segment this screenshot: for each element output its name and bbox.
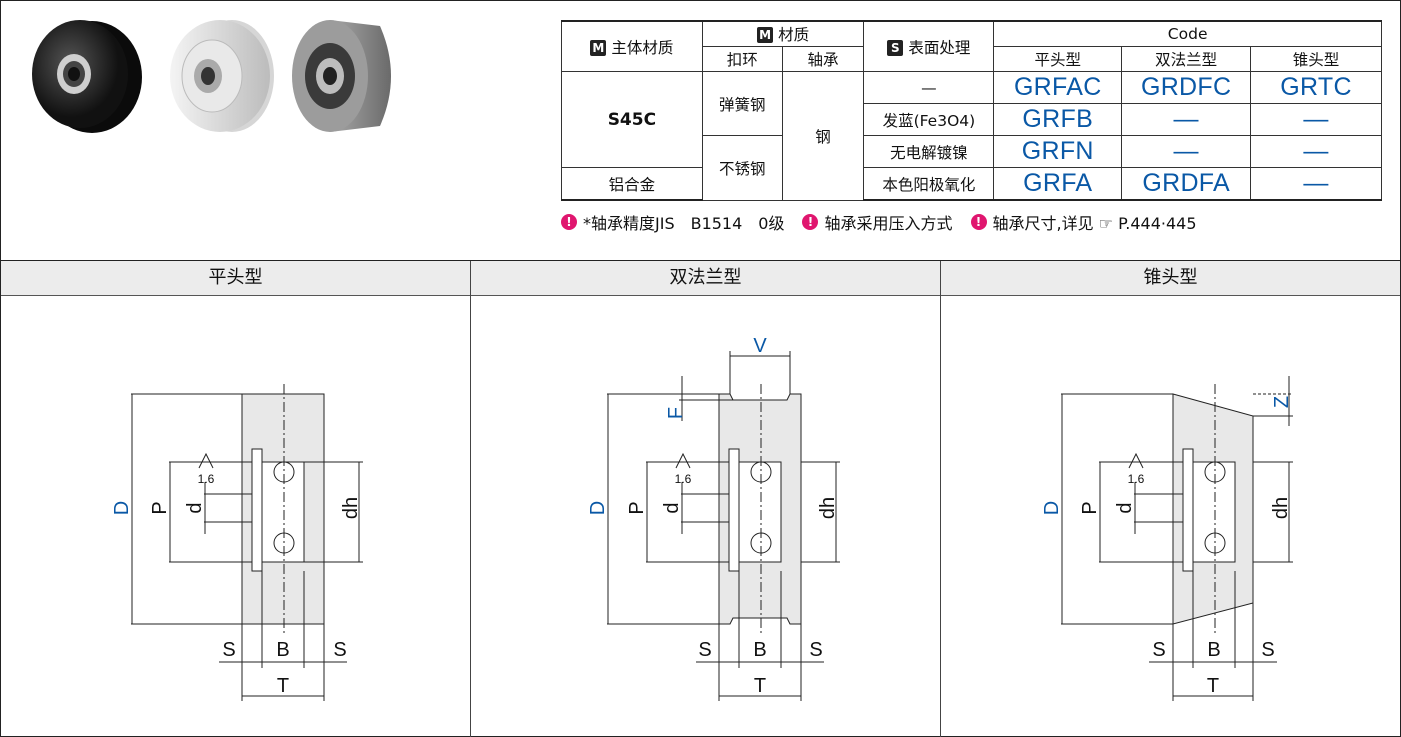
drawing-flat: D P d dh S B S T 1.6 xyxy=(111,384,363,701)
col-bearing: 轴承 xyxy=(781,46,865,72)
warning-icon: ! xyxy=(561,214,577,230)
header-material-label: 主体材质 xyxy=(611,38,674,57)
section-divider xyxy=(0,260,1401,261)
code-cell: — xyxy=(1250,167,1382,201)
dim-S: S xyxy=(698,639,711,661)
note-text: *轴承精度JIS B1514 0级 xyxy=(583,214,785,233)
photo-flat-roller xyxy=(32,20,142,133)
dim-T: T xyxy=(754,675,766,697)
col-code-taper: 锥头型 xyxy=(1250,46,1382,72)
code-cell[interactable]: GRFB xyxy=(993,103,1123,136)
code-cell: — xyxy=(1250,103,1382,136)
code-cell[interactable]: GRDFA xyxy=(1121,167,1252,201)
material-aluminum: 铝合金 xyxy=(561,167,703,201)
code-cell: — xyxy=(1250,135,1382,168)
panel-title-flat: 平头型 xyxy=(1,261,470,296)
notes-row: ! *轴承精度JIS B1514 0级 ! 轴承采用压入方式 ! 轴承尺寸,详见 ☞ … xyxy=(561,210,1197,234)
s-badge-icon: S xyxy=(887,39,904,56)
code-cell[interactable]: GRFAC xyxy=(993,71,1123,104)
code-cell[interactable]: GRDFC xyxy=(1121,71,1252,104)
dim-B: B xyxy=(1207,639,1220,661)
dim-d: d xyxy=(661,502,683,513)
roughness-mark: 1.6 xyxy=(675,472,692,486)
dim-T: T xyxy=(277,675,289,697)
panel-title-double-flange: 双法兰型 xyxy=(471,261,940,296)
panel-divider xyxy=(470,261,471,737)
surface-electroless-nickel: 无电解镀镍 xyxy=(863,135,995,168)
header-surface-label: 表面处理 xyxy=(908,38,971,57)
dim-S: S xyxy=(1261,639,1274,661)
dim-S: S xyxy=(1152,639,1165,661)
header-code: Code xyxy=(993,20,1382,47)
dim-V: V xyxy=(753,335,767,357)
dim-S: S xyxy=(333,639,346,661)
m-badge-icon: M xyxy=(590,39,607,56)
dim-T: T xyxy=(1207,675,1219,697)
photo-taper-roller xyxy=(292,20,391,132)
dim-dh: dh xyxy=(817,497,839,519)
note-text[interactable]: 轴承尺寸,详见 ☞ P.444·445 xyxy=(992,214,1197,233)
dim-P: P xyxy=(149,501,171,514)
surface-black-oxide: 发蓝(Fe3O4) xyxy=(863,103,995,136)
dim-dh: dh xyxy=(340,497,362,519)
dim-dh: dh xyxy=(1270,497,1292,519)
drawing-double-flange: D V F P d dh S B S T 1.6 xyxy=(587,335,840,701)
m-badge-icon: M xyxy=(757,27,774,43)
code-cell[interactable]: GRFN xyxy=(993,135,1123,168)
surface-none: — xyxy=(863,71,995,104)
dim-B: B xyxy=(753,639,766,661)
ring-stainless: 不锈钢 xyxy=(701,135,783,201)
panel-title-taper: 锥头型 xyxy=(941,261,1400,296)
col-code-flat: 平头型 xyxy=(993,46,1123,72)
code-cell: — xyxy=(1121,103,1252,136)
photo-double-flange-roller xyxy=(170,20,274,132)
dim-D: D xyxy=(1041,501,1063,515)
material-s45c: S45C xyxy=(561,71,703,168)
warning-icon: ! xyxy=(970,214,987,230)
warning-icon: ! xyxy=(802,214,819,230)
code-cell[interactable]: GRTC xyxy=(1250,71,1382,104)
note-item: ! 轴承采用压入方式 xyxy=(802,210,953,234)
code-cell: — xyxy=(1121,135,1252,168)
dim-d: d xyxy=(1114,502,1136,513)
header-sub-label: 材质 xyxy=(778,26,810,44)
ring-spring-steel: 弹簧钢 xyxy=(701,71,783,136)
dim-F: F xyxy=(665,407,687,419)
bearing-steel: 钢 xyxy=(781,71,865,201)
dim-D: D xyxy=(111,501,133,515)
col-ring: 扣环 xyxy=(701,46,783,72)
dim-Z: Z xyxy=(1271,396,1293,408)
note-item[interactable]: ! 轴承尺寸,详见 ☞ P.444·445 xyxy=(970,210,1197,234)
dim-P: P xyxy=(1079,501,1101,514)
surface-anodize: 本色阳极氧化 xyxy=(863,167,995,201)
note-text: 轴承采用压入方式 xyxy=(824,214,953,233)
roughness-mark: 1.6 xyxy=(1128,472,1145,486)
dim-B: B xyxy=(276,639,289,661)
dim-P: P xyxy=(626,501,648,514)
panel-divider xyxy=(940,261,941,737)
dim-S: S xyxy=(809,639,822,661)
note-item: ! *轴承精度JIS B1514 0级 xyxy=(561,210,784,234)
dim-D: D xyxy=(587,501,609,515)
col-code-double: 双法兰型 xyxy=(1121,46,1252,72)
roughness-mark: 1.6 xyxy=(198,472,215,486)
code-cell[interactable]: GRFA xyxy=(993,167,1123,201)
drawing-taper: D Z P d dh S B S T 1.6 xyxy=(1041,376,1293,701)
dim-S: S xyxy=(222,639,235,661)
dim-d: d xyxy=(184,502,206,513)
